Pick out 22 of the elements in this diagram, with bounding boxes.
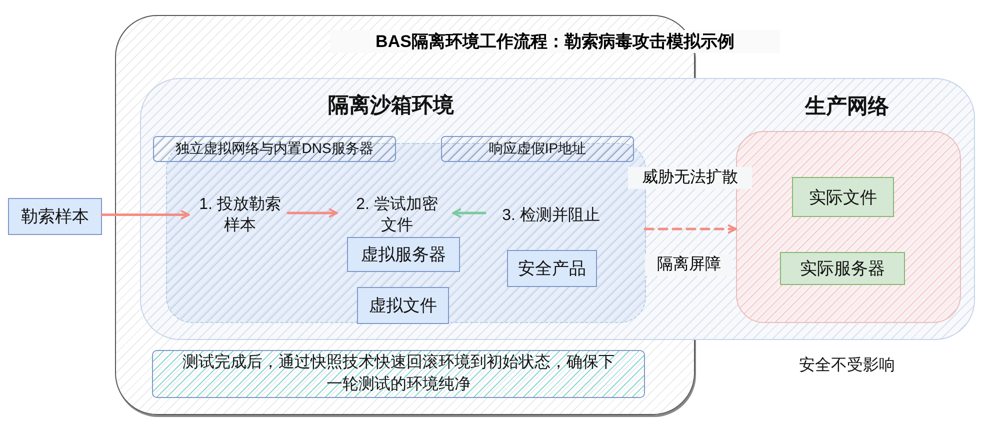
step-label: 1. 投放勒索样本	[190, 192, 290, 238]
arrow	[452, 208, 486, 218]
label-box: 响应虚假IP地址	[441, 136, 634, 162]
component-box: 虚拟服务器	[347, 237, 460, 272]
component-box: 虚拟文件	[357, 287, 449, 324]
note-box: 测试完成后，通过快照技术快速回滚环境到初始状态，确保下一轮测试的环境纯净	[152, 350, 645, 398]
component-box: 勒索样本	[8, 198, 102, 235]
arrow	[100, 210, 190, 220]
label-box: 独立虚拟网络与内置DNS服务器	[153, 136, 396, 162]
step-label: 2. 尝试加密文件	[338, 192, 456, 238]
title: BAS隔离环境工作流程：勒索病毒攻击模拟示例	[330, 30, 780, 53]
arrow	[286, 208, 338, 218]
step-label: 3. 检测并阻止	[487, 202, 615, 228]
sandbox-heading: 隔离沙箱环境	[327, 92, 455, 119]
component-box: 实际文件	[792, 177, 894, 217]
component-box: 安全产品	[507, 250, 597, 287]
production-heading: 生产网络	[804, 94, 890, 120]
edge-label: 威胁无法扩散	[628, 167, 752, 189]
barrier-label: 隔离屏障	[645, 254, 733, 276]
note-text: 安全不受影响	[798, 356, 896, 376]
component-box: 实际服务器	[780, 252, 905, 285]
arrow	[644, 224, 737, 234]
